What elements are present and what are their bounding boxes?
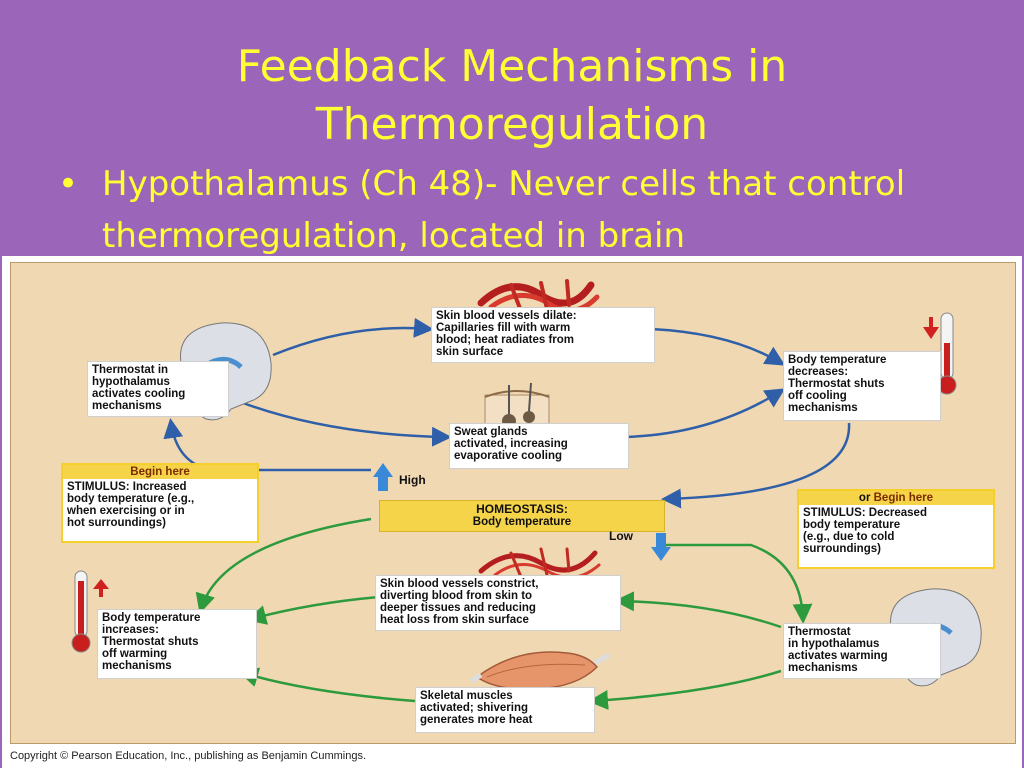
thermometer-down-icon: [923, 312, 957, 395]
begin-here-label: Begin here: [63, 465, 257, 479]
arrow-thermostat-to-dilate: [272, 317, 434, 357]
bullet-text: Hypothalamus (Ch 48)- Never cells that c…: [102, 164, 906, 256]
diagram-panel: Thermostat in hypothalamus activates coo…: [10, 262, 1016, 744]
low-label: Low: [609, 529, 633, 543]
body-temp-increases-box: Body temperature increases: Thermostat s…: [97, 609, 257, 679]
or-prefix: or: [858, 492, 874, 504]
thermometer-up-icon: [71, 570, 109, 653]
high-label: High: [399, 473, 426, 487]
bullet-marker: •: [58, 164, 79, 204]
arrow-low-to-thermostat: [666, 543, 813, 624]
thermoregulation-figure: Thermostat in hypothalamus activates coo…: [2, 256, 1022, 768]
stimulus-increase-box: Begin here STIMULUS: Increased body temp…: [61, 463, 259, 543]
warming-arrows: [195, 517, 813, 710]
stimulus-decrease-box: or Begin here STIMULUS: Decreased body t…: [797, 489, 995, 569]
bottom-thermostat-box: Thermostat in hypothalamus activates war…: [783, 623, 941, 679]
homeostasis-subtitle: Body temperature: [472, 516, 572, 528]
title-line-2: Thermoregulation: [315, 99, 709, 150]
copyright-text: Copyright © Pearson Education, Inc., pub…: [10, 750, 367, 762]
arrow-constrict-to-increase: [246, 595, 380, 625]
blood-vessels-icon: [478, 547, 601, 579]
or-begin-here-label: or Begin here: [799, 491, 993, 505]
skin-dilate-box: Skin blood vessels dilate: Capillaries f…: [431, 307, 655, 363]
arrow-muscles-to-increase: [238, 667, 416, 703]
homeostasis-title: HOMEOSTASIS:: [476, 502, 568, 516]
muscle-icon: [469, 651, 611, 690]
skin-constrict-box: Skin blood vessels constrict, diverting …: [375, 575, 621, 631]
body-temp-decreases-box: Body temperature decreases: Thermostat s…: [783, 351, 941, 421]
title-line-1: Feedback Mechanisms in: [236, 41, 788, 92]
arrow-thermostat-to-constrict: [614, 591, 782, 629]
arrow-dilate-to-decrease: [650, 327, 786, 366]
arrow-thermostat-to-muscles: [588, 669, 782, 710]
top-thermostat-box: Thermostat in hypothalamus activates coo…: [87, 361, 229, 417]
sweat-box: Sweat glands activated, increasing evapo…: [449, 423, 629, 469]
stimulus-decrease-text: STIMULUS: Decreased body temperature (e.…: [803, 507, 927, 555]
homeostasis-box: HOMEOSTASIS: Body temperature: [379, 500, 665, 532]
or-begin-here: Begin here: [873, 492, 934, 504]
up-arrow-icon: [373, 463, 393, 491]
slide-title: Feedback Mechanisms in Thermoregulation: [0, 38, 1024, 154]
arrow-sweat-to-decrease: [622, 388, 786, 439]
stimulus-increase-text: STIMULUS: Increased body temperature (e.…: [67, 481, 195, 529]
arrow-homeostasis-to-increase: [195, 517, 372, 614]
muscles-box: Skeletal muscles activated; shivering ge…: [415, 687, 595, 733]
arrow-thermostat-to-sweat: [242, 401, 452, 447]
arrow-decrease-to-homeostasis: [661, 422, 851, 509]
down-arrow-icon: [651, 533, 671, 561]
